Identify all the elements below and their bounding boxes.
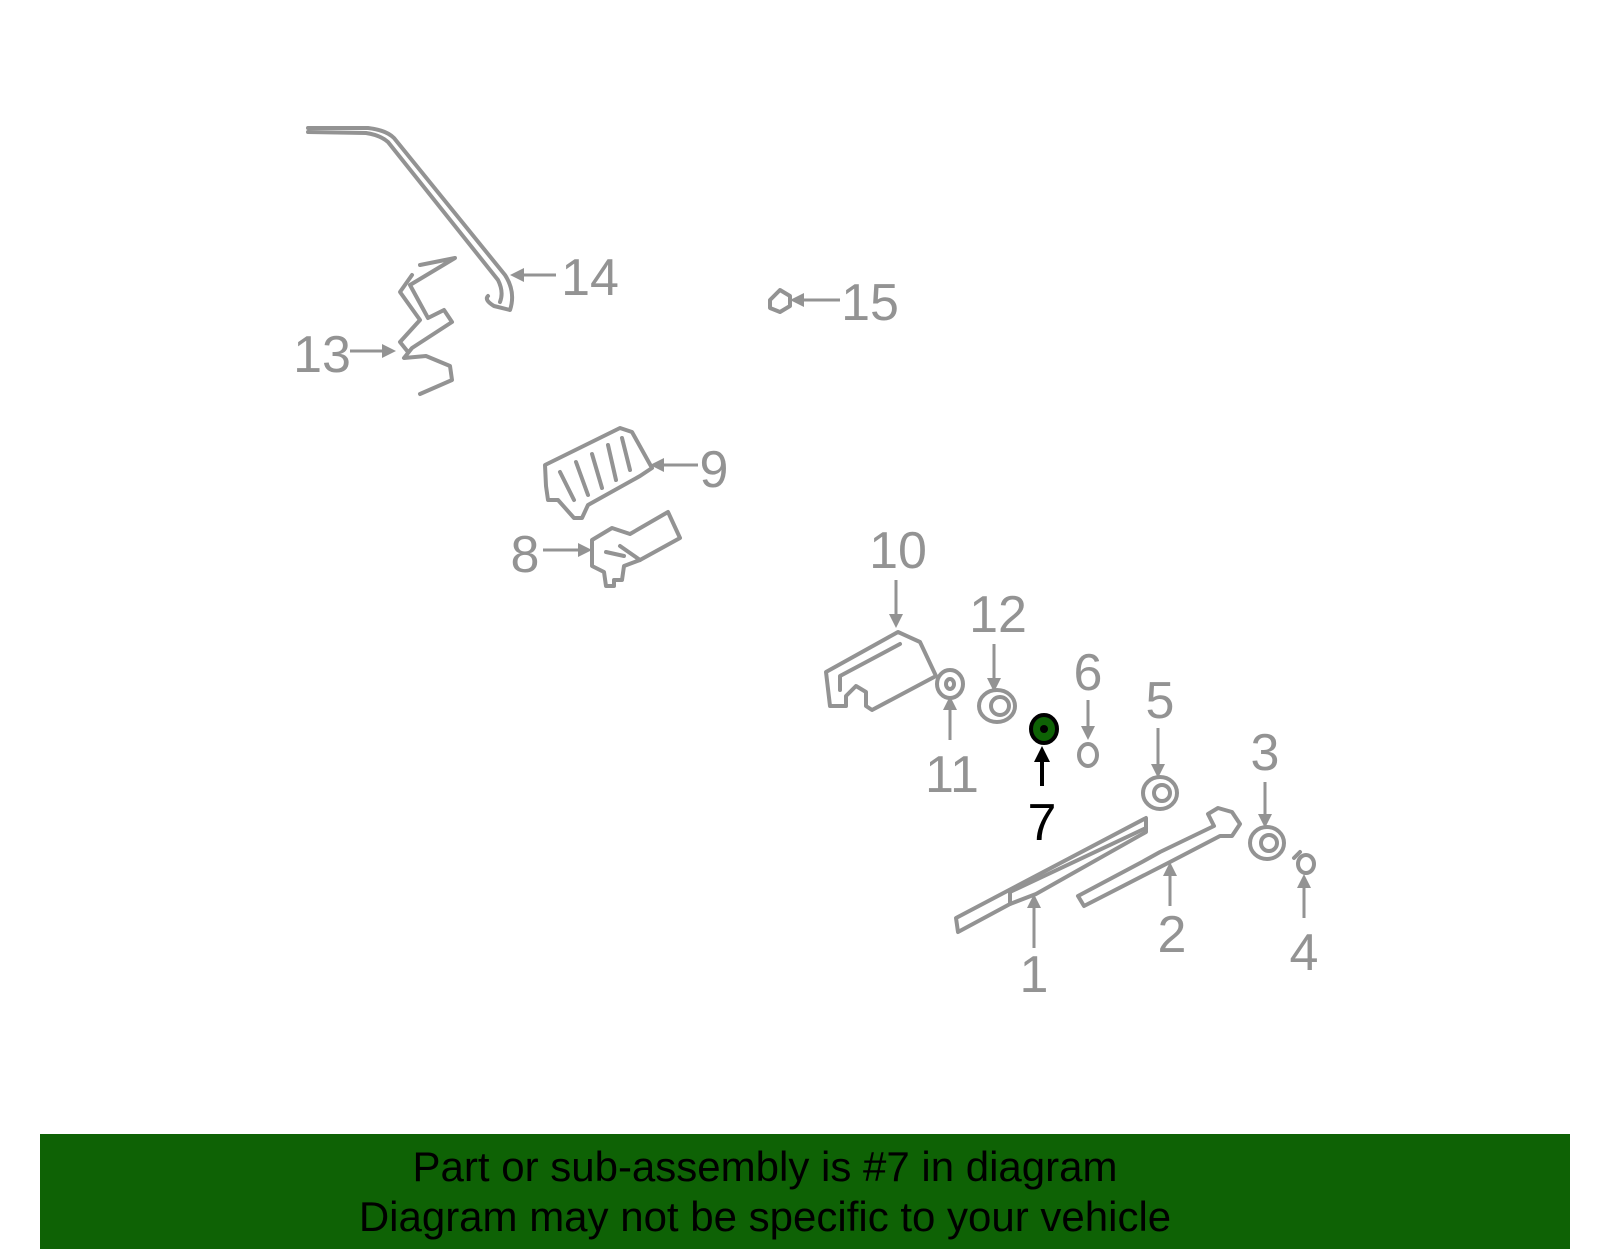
callout-10: 10	[869, 522, 927, 580]
callout-12: 12	[969, 586, 1027, 644]
callout-8: 8	[511, 526, 540, 584]
callout-4: 4	[1290, 924, 1319, 982]
callout-14: 14	[561, 249, 619, 307]
part-9-cover[interactable]	[543, 426, 654, 520]
callout-6: 6	[1074, 644, 1103, 702]
part-13-clip[interactable]	[398, 256, 457, 396]
callout-3: 3	[1251, 724, 1280, 782]
leader-lines	[350, 268, 1311, 948]
part-14-hose[interactable]	[306, 126, 515, 312]
part-6-ring[interactable]	[1077, 742, 1099, 768]
part-8-bracket[interactable]	[590, 510, 682, 588]
callout-labels: 1 2 3 4 5 6 7 8 9 10 11 12 13 14 15	[293, 249, 1318, 1004]
callout-9: 9	[700, 441, 729, 499]
part-3-bushing[interactable]	[1248, 825, 1286, 861]
callout-5: 5	[1146, 672, 1175, 730]
part-7-highlighted[interactable]	[1029, 713, 1059, 745]
part-1-blade[interactable]	[954, 816, 1148, 934]
part-11-washer[interactable]	[935, 668, 965, 700]
part-12-bushing[interactable]	[977, 688, 1017, 724]
callout-15: 15	[841, 274, 899, 332]
banner-line-1: Part or sub-assembly is #7 in diagram	[412, 1143, 1118, 1190]
banner-line-2: Diagram may not be specific to your vehi…	[358, 1193, 1172, 1240]
part-4-nut[interactable]	[1292, 850, 1316, 875]
callout-7: 7	[1028, 794, 1057, 852]
callout-13: 13	[293, 326, 351, 384]
part-5-bushing[interactable]	[1141, 775, 1179, 811]
part-10-cap[interactable]	[824, 630, 938, 712]
callout-2: 2	[1158, 906, 1187, 964]
info-banner: Part or sub-assembly is #7 in diagram Di…	[40, 1134, 1570, 1249]
callout-11: 11	[925, 746, 979, 804]
part-15-nut[interactable]	[768, 288, 792, 314]
callout-1: 1	[1020, 946, 1049, 1004]
